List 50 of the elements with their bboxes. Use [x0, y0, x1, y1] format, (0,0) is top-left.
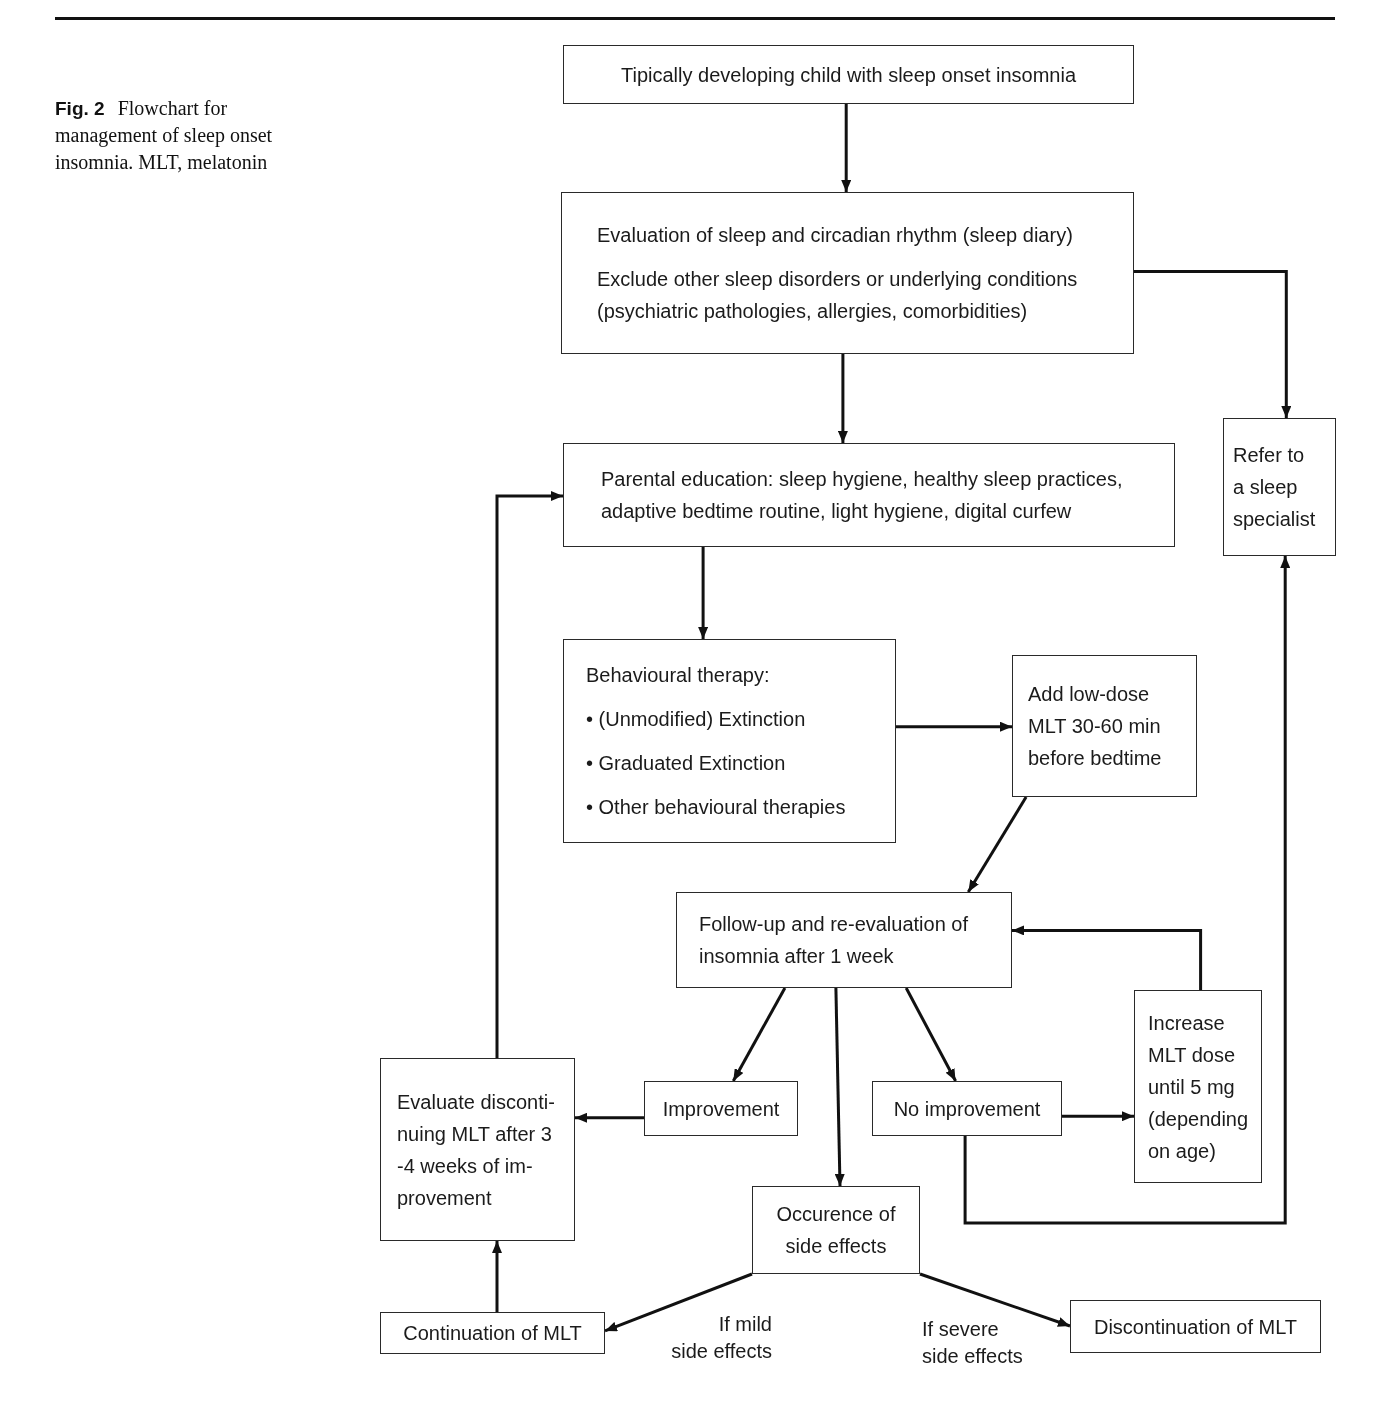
arrow [1134, 269, 1292, 418]
arrow [896, 721, 1012, 732]
box-text: Parental education: sleep hygiene, healthy sleep practices, adaptive bedtime routine, light hygiene, digital curfew [601, 467, 1124, 524]
arrow [919, 1272, 1071, 1328]
process-box [644, 1081, 798, 1136]
list-item: • Other behavioural therapies [586, 795, 846, 820]
list-heading: Behavioural therapy: [586, 663, 770, 688]
box-text: Occurence of side effects [775, 1202, 897, 1259]
process-box [1134, 990, 1262, 1183]
arrow [732, 987, 787, 1082]
arrow [575, 1112, 644, 1123]
box-text: Continuation of MLT [403, 1321, 582, 1346]
process-box [380, 1058, 575, 1241]
process-box [752, 1186, 920, 1274]
arrow [1012, 925, 1203, 990]
process-box [563, 45, 1134, 104]
list-item: • Graduated Extinction [586, 751, 786, 776]
box-text: Exclude other sleep disorders or underlying conditions (psychiatric pathologies, allergies, comorbidities) [597, 267, 1079, 324]
list-item: • (Unmodified) Extinction [586, 707, 806, 732]
process-box [676, 892, 1012, 988]
arrow [495, 491, 563, 1058]
process-box [561, 192, 1134, 354]
box-text: Evaluate disconti- nuing MLT after 3 -4 weeks of im- provement [397, 1089, 556, 1211]
process-box [563, 443, 1175, 547]
arrow [963, 556, 1291, 1225]
arrow [841, 104, 852, 192]
box-text: Discontinuation of MLT [1093, 1314, 1298, 1340]
figure-caption: Fig. 2 Flowchart for management of sleep onset insomnia. MLT, melatonin [55, 96, 274, 175]
box-text: Evaluation of sleep and circadian rhythm (sleep diary) [597, 223, 1073, 248]
arrow [837, 354, 848, 443]
arrow [492, 1241, 502, 1312]
arrow [967, 796, 1028, 893]
box-text: Increase MLT dose until 5 mg (depending on age) [1148, 1010, 1249, 1164]
box-text: No improvement [893, 1096, 1041, 1122]
process-box [563, 639, 896, 843]
arrow [604, 1272, 753, 1333]
process-box [1012, 655, 1197, 797]
arrow [698, 547, 709, 639]
arrow [1062, 1111, 1134, 1122]
process-box [1070, 1300, 1321, 1353]
process-box [872, 1081, 1062, 1136]
box-text: Add low-dose MLT 30-60 min before bedtime [1028, 682, 1163, 771]
process-box [1223, 418, 1336, 556]
box-text: Improvement [662, 1096, 780, 1122]
box-text: Refer to a sleep specialist [1233, 443, 1317, 532]
process-box [380, 1312, 605, 1354]
arrow [834, 987, 845, 1187]
arrow [904, 987, 957, 1082]
box-text: Follow-up and re-evaluation of insomnia after 1 week [699, 912, 970, 969]
box-text: Tipically developing child with sleep onset insomnia [620, 62, 1077, 88]
